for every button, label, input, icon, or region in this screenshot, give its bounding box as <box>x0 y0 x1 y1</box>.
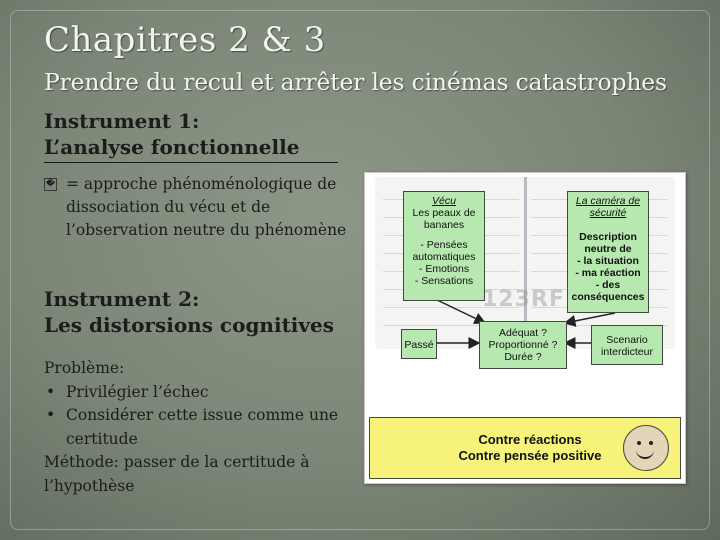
slide-title: Chapitres 2 & 3 <box>44 20 326 60</box>
vecu-box-line: Les peaux de <box>412 207 476 219</box>
smiley-face-icon <box>623 425 669 471</box>
bottom-bar: Contre réactions Contre pensée positive <box>369 417 681 479</box>
camera-box-line: - ma réaction <box>575 267 641 279</box>
vecu-box-list-item: - Pensées <box>420 239 468 251</box>
center-question: Proportionné ? <box>488 339 558 351</box>
instrument-2-section: Instrument 2: Les distorsions cognitives <box>44 286 374 338</box>
camera-box-line: - la situation <box>577 255 639 267</box>
slide-frame <box>10 10 710 530</box>
instrument-1-description: � = approche phénoménologique de dissoci… <box>44 173 364 242</box>
instrument-1-title: L’analyse fonctionnelle <box>44 134 338 163</box>
scenario-box: Scenario interdicteur <box>591 325 663 365</box>
bullet-box-icon: � <box>44 178 57 191</box>
vecu-box-list-item: automatiques <box>412 251 476 263</box>
vecu-box-line: bananes <box>423 219 465 231</box>
arrow-vecu-to-center <box>434 298 487 324</box>
camera-box-title: La caméra de <box>575 195 641 207</box>
functional-analysis-diagram: 123RF Vécu Les peaux de bananes - Pensée… <box>364 172 686 484</box>
scenario-box-line: Scenario <box>606 334 648 346</box>
watermark: 123RF <box>482 287 565 312</box>
vecu-box-list-item: - Sensations <box>414 275 474 287</box>
scenario-box-line: interdicteur <box>601 346 653 358</box>
method-text: Méthode: passer de la certitude à l’hypo… <box>44 453 310 495</box>
camera-box: La caméra de sécurité Description neutre… <box>567 191 649 313</box>
diagram-arrows <box>434 298 616 349</box>
instrument-1-text: = approche phénoménologique de dissociat… <box>66 175 347 239</box>
center-question-box: Adéquat ? Proportionné ? Durée ? <box>479 321 567 369</box>
notebook-spine <box>524 177 527 349</box>
instrument-2-label: Instrument 2: <box>44 287 200 311</box>
camera-box-line: - des <box>595 279 621 291</box>
center-question: Durée ? <box>504 351 542 363</box>
slide-subtitle: Prendre du recul et arrêter les cinémas … <box>44 68 667 96</box>
camera-box-line: neutre de <box>584 243 632 255</box>
passe-box: Passé <box>401 329 437 359</box>
problem-item: Privilégier l’échec <box>44 381 344 405</box>
instrument-1-label: Instrument 1: <box>44 109 200 133</box>
vecu-box: Vécu Les peaux de bananes - Pensées auto… <box>403 191 485 301</box>
bottom-bar-line: Contre réactions <box>478 432 582 447</box>
bottom-bar-line: Contre pensée positive <box>458 448 602 463</box>
center-question: Adéquat ? <box>499 327 547 339</box>
vecu-box-title: Vécu <box>432 195 456 207</box>
camera-box-title: sécurité <box>589 207 627 219</box>
bottom-bar-text: Contre réactions Contre pensée positive <box>430 432 630 464</box>
problem-item: Considérer cette issue comme une certitu… <box>44 404 344 451</box>
problem-section: Problème: Privilégier l’échec Considérer… <box>44 357 344 498</box>
instrument-2-title: Les distorsions cognitives <box>44 313 335 337</box>
instrument-1-section: Instrument 1: L’analyse fonctionnelle � … <box>44 108 364 242</box>
problem-heading: Problème: <box>44 359 125 377</box>
vecu-box-list-item: - Emotions <box>418 263 470 275</box>
camera-box-line: Description <box>579 231 637 243</box>
passe-box-label: Passé <box>404 339 434 351</box>
arrow-camera-to-center <box>563 312 616 327</box>
camera-box-line: conséquences <box>571 291 645 303</box>
